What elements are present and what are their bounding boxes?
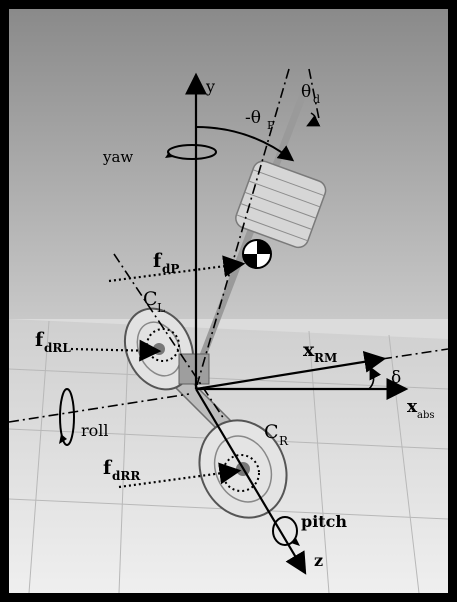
diagram-canvas: y yaw θ d -θ P f dP C L f dRL xyxy=(9,9,448,593)
wheel-axis-line xyxy=(113,253,225,420)
f-dp-symbol: f xyxy=(153,250,163,272)
x-abs-label: x abs xyxy=(407,397,435,421)
theta-d-label: θ d xyxy=(301,82,320,106)
f-drl-label: f dRL xyxy=(35,329,71,355)
theta-d-arc xyxy=(306,112,321,127)
theta-p-arc xyxy=(195,126,295,162)
z-label: z xyxy=(314,551,323,570)
roll-axis-line-right xyxy=(381,348,448,360)
theta-p-symbol: -θ xyxy=(245,108,261,128)
wall-background xyxy=(9,9,448,319)
right-wheel-rotation xyxy=(222,454,260,492)
c-r-label: C R xyxy=(264,421,289,448)
x-abs-symbol: x xyxy=(407,397,418,417)
theta-p-label: -θ P xyxy=(245,108,275,132)
theta-d-subscript: d xyxy=(313,93,320,106)
yaw-rotation-arrow xyxy=(167,144,217,160)
f-drl-subscript: dRL xyxy=(44,341,71,355)
x-rm-axis xyxy=(195,350,387,391)
theta-p-subscript: P xyxy=(267,119,275,132)
theta-d-reference xyxy=(308,68,320,120)
force-arrows xyxy=(70,255,246,489)
dash-dot-lines xyxy=(9,68,448,423)
f-dp-label: f dP xyxy=(153,250,179,276)
f-dp-arrow xyxy=(108,255,246,283)
c-l-symbol: C xyxy=(143,288,158,310)
roll-rotation-arrow xyxy=(59,388,75,446)
x-rm-subscript: RM xyxy=(314,351,337,365)
delta-label: δ xyxy=(391,368,401,388)
y-label: y xyxy=(205,77,215,96)
center-of-mass-marker xyxy=(242,239,272,269)
delta-arc xyxy=(368,366,382,390)
f-dp-subscript: dP xyxy=(162,262,179,276)
pitch-label: pitch xyxy=(301,512,347,531)
x-rm-label: x RM xyxy=(303,339,337,365)
pitch-rotation-arrow xyxy=(272,516,298,546)
c-l-subscript: L xyxy=(157,301,165,315)
left-wheel-rotation xyxy=(146,328,180,362)
f-drr-label: f dRR xyxy=(103,457,141,483)
f-drl-arrow xyxy=(70,339,162,362)
pendulum-centerline xyxy=(196,68,290,386)
z-axis xyxy=(195,388,307,575)
x-rm-symbol: x xyxy=(303,339,315,361)
theta-d-symbol: θ xyxy=(301,82,311,102)
c-l-label: C L xyxy=(143,288,165,315)
f-drr-symbol: f xyxy=(103,457,113,479)
x-abs-subscript: abs xyxy=(417,410,435,421)
photo-frame: y yaw θ d -θ P f dP C L f dRL xyxy=(9,9,448,593)
weight-stack xyxy=(235,160,327,249)
f-drl-symbol: f xyxy=(35,329,45,351)
yaw-label: yaw xyxy=(102,148,133,166)
f-drr-subscript: dRR xyxy=(112,469,141,483)
roll-label: roll xyxy=(81,421,109,440)
c-r-subscript: R xyxy=(279,434,289,448)
c-r-symbol: C xyxy=(264,421,279,443)
